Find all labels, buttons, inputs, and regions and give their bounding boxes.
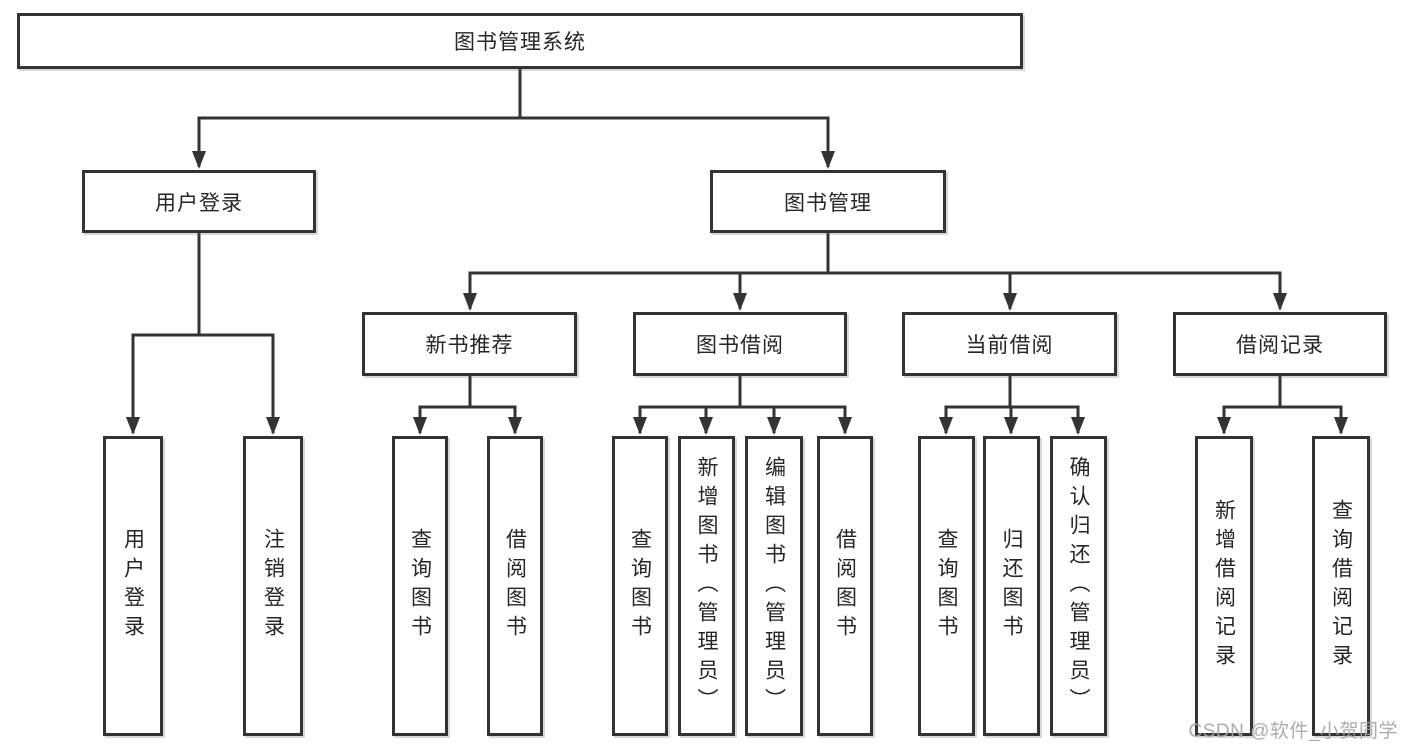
node-label: 新书推荐 — [425, 334, 514, 357]
node-label: 图书借阅 — [696, 334, 784, 357]
node-leaf-user-login: 用户登录 — [103, 436, 163, 736]
node-label: 查询图书 — [935, 528, 958, 644]
node-borrow-records: 借阅记录 — [1173, 312, 1387, 376]
node-leaf-query-borrow-record: 查询借阅记录 — [1312, 436, 1370, 736]
node-library-management-system: 图书管理系统 — [17, 13, 1023, 69]
node-user-login: 用户登录 — [82, 170, 316, 233]
node-book-borrow: 图书借阅 — [633, 312, 847, 376]
node-label: 新增图书（管理员） — [695, 455, 718, 717]
node-leaf-confirm-return-admin: 确认归还（管理员） — [1050, 436, 1107, 736]
node-label: 确认归还（管理员） — [1067, 455, 1090, 717]
node-label: 查询图书 — [628, 528, 652, 644]
node-leaf-borrow-books: 借阅图书 — [817, 436, 873, 736]
node-current-borrow: 当前借阅 — [902, 312, 1117, 376]
node-leaf-add-borrow-record: 新增借阅记录 — [1195, 436, 1253, 736]
node-label: 注销登录 — [261, 528, 285, 644]
node-leaf-logout: 注销登录 — [243, 436, 303, 736]
node-leaf-edit-books-admin: 编辑图书（管理员） — [745, 436, 803, 736]
node-label: 借阅记录 — [1236, 334, 1324, 357]
node-label: 用户登录 — [121, 528, 145, 644]
node-label: 归还图书 — [1000, 528, 1023, 644]
node-label: 编辑图书（管理员） — [762, 455, 786, 717]
node-label: 查询图书 — [408, 528, 432, 644]
node-label: 借阅图书 — [503, 528, 527, 644]
csdn-watermark: CSDN @软件_小贺同学 — [1188, 721, 1398, 742]
node-leaf-query-books-borrow: 查询图书 — [612, 436, 668, 736]
node-leaf-query-books-recommend: 查询图书 — [392, 436, 448, 736]
node-book-management: 图书管理 — [710, 170, 946, 233]
node-leaf-borrow-books-recommend: 借阅图书 — [487, 436, 543, 736]
node-label: 图书管理系统 — [454, 31, 586, 54]
node-leaf-add-books-admin: 新增图书（管理员） — [678, 436, 735, 736]
node-label: 当前借阅 — [965, 334, 1054, 357]
node-label: 查询借阅记录 — [1329, 499, 1353, 673]
node-label: 新增借阅记录 — [1212, 499, 1236, 673]
node-leaf-return-books: 归还图书 — [983, 436, 1040, 736]
node-label: 用户登录 — [155, 191, 243, 215]
node-leaf-query-books-current: 查询图书 — [918, 436, 975, 736]
node-label: 图书管理 — [784, 191, 872, 215]
node-label: 借阅图书 — [833, 528, 857, 644]
node-new-book-recommend: 新书推荐 — [362, 312, 577, 376]
